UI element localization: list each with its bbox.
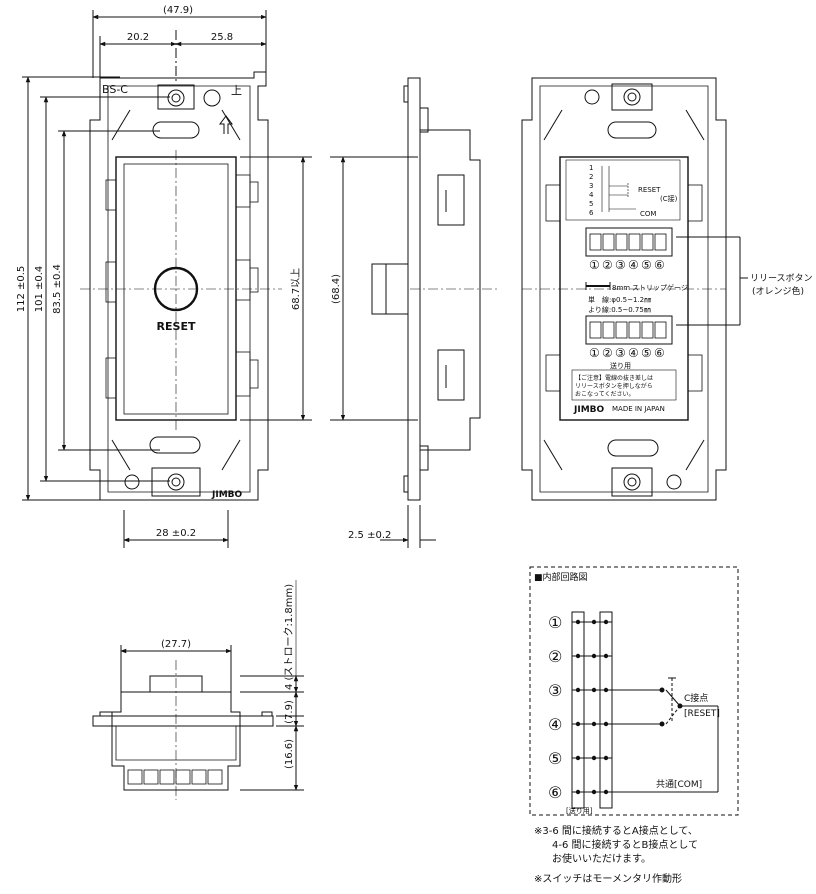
note-2: 4-6 間に接続するとB接点として <box>552 838 698 851</box>
wire-stranded: より線:0.5~0.75㎜ <box>588 305 651 314</box>
note-1: ※3-6 間に接続するとA接点として、 <box>534 824 698 837</box>
top-mount-hole <box>167 89 185 107</box>
lower-circled-2: ② <box>602 346 613 360</box>
rear-terminal-3: 3 <box>589 182 593 190</box>
rear-body <box>559 156 689 421</box>
bottom-plate <box>92 715 274 727</box>
contact-sub: [RESET] <box>684 709 720 719</box>
dim-bottom-view-width: (27.7) <box>161 639 191 650</box>
dim-stroke: 4 (ストローク:1.8mm) <box>283 584 295 690</box>
caution-line-2: リリースボタンを押しながら <box>575 382 653 390</box>
dim-side-height: (68.4) <box>331 274 342 304</box>
lower-circled-1: ① <box>589 346 600 360</box>
dim-thickness: 2.5 ±0.2 <box>348 530 391 541</box>
circuit-terminal-6: ⑥ <box>548 783 562 802</box>
circuit-text: ■内部回路図 ① ② ③ ④ ⑤ ⑥ C接点 [RESET] 共通[COM] [… <box>534 571 720 815</box>
wire-single: 単 線:φ0.5~1.2㎜ <box>588 295 651 304</box>
rear-feed-label: 送り用 <box>610 361 631 370</box>
rear-plate-outline <box>521 77 727 501</box>
circuit-title: ■内部回路図 <box>534 571 588 583</box>
dim-height-total: 112 ±0.5 <box>16 266 27 313</box>
upper-circled-3: ③ <box>615 258 626 272</box>
circuit-terminal-3: ③ <box>548 681 562 700</box>
contact-label: C接点 <box>684 692 708 704</box>
model-label: BS-C <box>102 83 128 96</box>
release-button-label: リリースボタン <box>750 273 813 284</box>
terminal-bar-right <box>599 611 613 809</box>
rear-com-label: COM <box>640 210 656 218</box>
dim-overall-width: (47.9) <box>163 5 193 16</box>
terminal-bar-left <box>571 611 585 809</box>
upper-circled-2: ② <box>602 258 613 272</box>
up-arrow-mark <box>219 115 233 134</box>
front-brand: JIMBO <box>211 490 243 500</box>
terminal-rows <box>572 619 612 795</box>
side-plate <box>407 77 421 501</box>
rear-brand: JIMBO <box>573 405 605 415</box>
dim-depth-b: (16.6) <box>284 739 295 769</box>
dim-right-width: 25.8 <box>211 32 233 43</box>
common-label: 共通[COM] <box>656 779 702 790</box>
upper-terminal-block <box>585 227 673 257</box>
strip-length: 8mm <box>612 284 630 292</box>
rear-terminal-2: 2 <box>589 173 593 181</box>
notes: ※3-6 間に接続するとA接点として、 4-6 間に接続するとB接点として お使… <box>534 824 698 885</box>
release-button-color: (オレンジ色) <box>752 285 804 297</box>
lower-circled-3: ③ <box>615 346 626 360</box>
dim-height-inner: 83.5 ±0.4 <box>52 264 63 314</box>
rear-view <box>521 77 748 501</box>
lower-circled-4: ④ <box>628 346 639 360</box>
side-view <box>330 77 498 548</box>
lower-terminal-block <box>585 315 673 345</box>
rear-terminal-5: 5 <box>589 200 593 208</box>
bottom-slot <box>149 436 201 454</box>
caution-line-1: 【ご注意】電線の抜き差しは <box>575 374 653 382</box>
upper-circled-4: ④ <box>628 258 639 272</box>
circuit-diagram <box>529 566 739 816</box>
note-3: お使いいただけます。 <box>552 852 651 865</box>
front-view <box>22 10 312 548</box>
circuit-frame <box>529 566 739 816</box>
rear-reset-label: RESET <box>638 186 661 194</box>
front-plate-outline <box>89 71 269 501</box>
rear-terminal-6: 6 <box>589 209 594 217</box>
circuit-terminal-2: ② <box>548 647 562 666</box>
top-slot <box>152 121 200 139</box>
dim-height-mid: 101 ±0.4 <box>34 266 45 313</box>
rear-view-text: 1 2 3 4 5 6 RESET (C接) COM ① ② ③ ④ ⑤ ⑥ 8… <box>573 164 813 415</box>
bottom-view-text: (27.7) 4 (ストローク:1.8mm) (7.9) (16.6) <box>161 584 295 769</box>
note-4: ※スイッチはモーメンタリ作動形 <box>534 872 682 885</box>
circuit-terminal-4: ④ <box>548 715 562 734</box>
rear-terminal-1: 1 <box>589 164 593 172</box>
side-body <box>419 129 481 451</box>
dim-left-width: 20.2 <box>127 32 149 43</box>
upper-circled-6: ⑥ <box>654 258 665 272</box>
top-mark: 上 <box>231 84 242 97</box>
reset-label: RESET <box>157 320 196 333</box>
rear-terminal-4: 4 <box>589 191 594 199</box>
bottom-mount-hole <box>167 473 185 491</box>
dim-height-window: 68.7以上 <box>290 268 302 310</box>
bottom-view <box>92 580 304 800</box>
lower-circled-5: ⑤ <box>641 346 652 360</box>
switch-contact-arm <box>665 689 681 707</box>
upper-circled-5: ⑤ <box>641 258 652 272</box>
dim-bottom-width: 28 ±0.2 <box>156 528 196 539</box>
strip-gauge-label: ストリップゲージ <box>632 283 688 292</box>
made-in-japan: MADE IN JAPAN <box>612 405 665 413</box>
rear-reset-sub: (C接) <box>660 194 678 203</box>
caution-line-3: おこなってください。 <box>575 391 635 398</box>
circuit-feed-label: [送り用] <box>566 806 593 815</box>
lower-circled-6: ⑥ <box>654 346 665 360</box>
circuit-terminal-5: ⑤ <box>548 749 562 768</box>
upper-circled-1: ① <box>589 258 600 272</box>
front-view-text: (47.9) 20.2 25.8 112 ±0.5 101 ±0.4 83.5 … <box>16 5 302 539</box>
side-view-text: (68.4) 2.5 ±0.2 <box>331 274 391 541</box>
circuit-terminal-1: ① <box>548 613 562 632</box>
dim-depth-a: (7.9) <box>284 700 295 724</box>
